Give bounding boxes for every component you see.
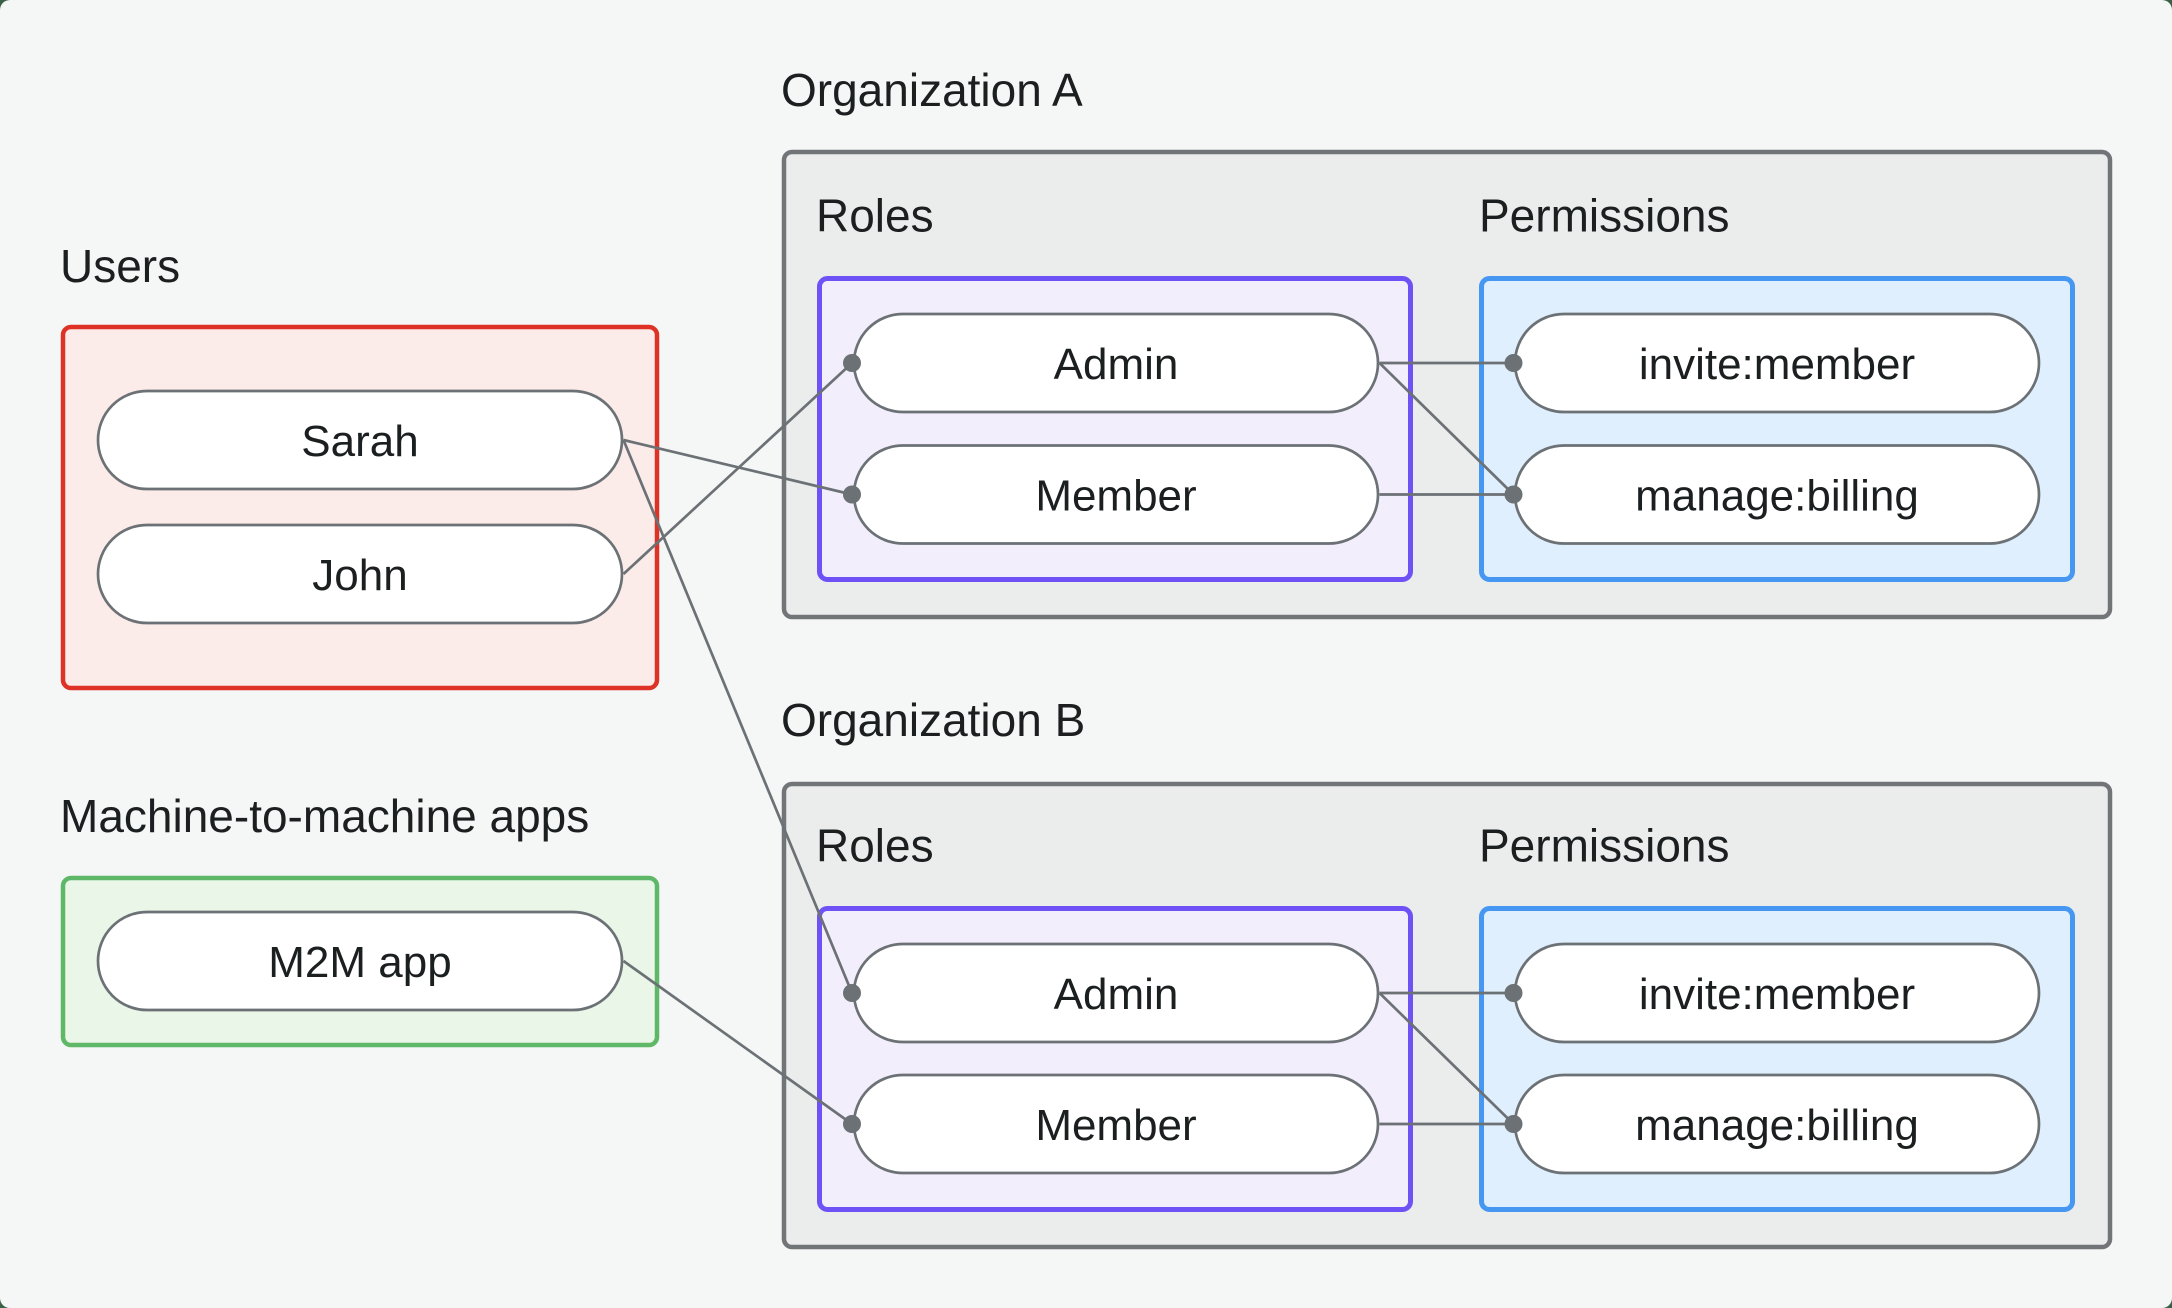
svg-text:Admin: Admin xyxy=(1054,970,1179,1019)
svg-text:manage:billing: manage:billing xyxy=(1635,1101,1919,1150)
svg-text:Machine-to-machine apps: Machine-to-machine apps xyxy=(60,790,589,842)
svg-text:Organization B: Organization B xyxy=(781,694,1085,746)
svg-text:Roles: Roles xyxy=(816,819,934,871)
svg-text:Admin: Admin xyxy=(1054,340,1179,389)
svg-text:Roles: Roles xyxy=(816,189,934,241)
svg-text:Permissions: Permissions xyxy=(1479,189,1730,241)
svg-text:invite:member: invite:member xyxy=(1639,970,1915,1019)
svg-text:Permissions: Permissions xyxy=(1479,819,1730,871)
svg-text:Organization A: Organization A xyxy=(781,64,1083,116)
svg-text:manage:billing: manage:billing xyxy=(1635,472,1919,521)
svg-text:Users: Users xyxy=(60,240,180,292)
svg-text:M2M app: M2M app xyxy=(268,938,451,987)
svg-text:Sarah: Sarah xyxy=(301,417,418,466)
svg-text:Member: Member xyxy=(1035,472,1196,521)
svg-text:Member: Member xyxy=(1035,1101,1196,1150)
svg-text:John: John xyxy=(312,551,407,600)
svg-text:invite:member: invite:member xyxy=(1639,340,1915,389)
